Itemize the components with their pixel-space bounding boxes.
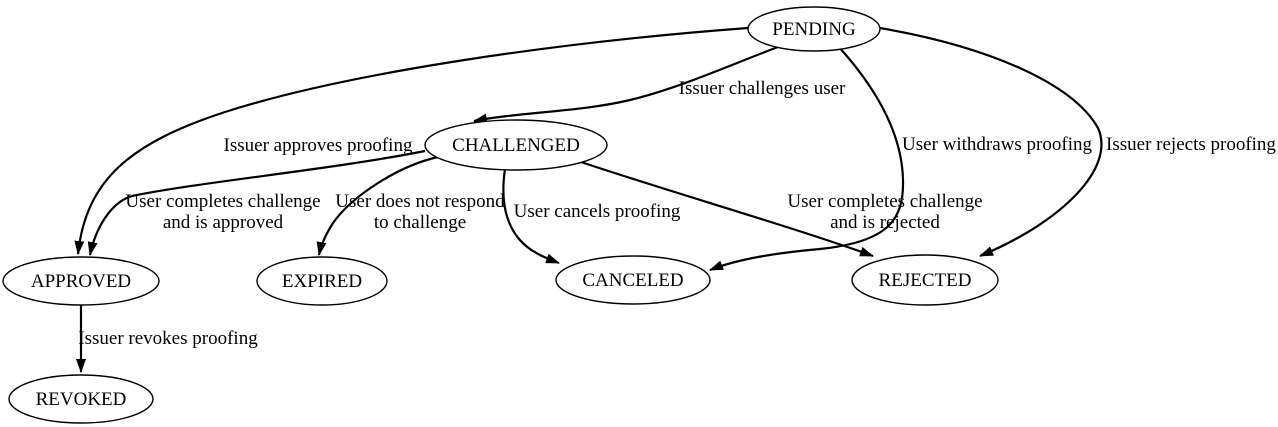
edge-line-pending-to-challenged xyxy=(473,45,779,124)
edge-label-challenged-to-canceled: User cancels proofing xyxy=(514,201,681,222)
state-node-canceled: CANCELED xyxy=(555,255,711,305)
state-ellipse-revoked xyxy=(8,374,154,424)
edge-line-pending-to-rejected xyxy=(879,26,1103,258)
state-ellipse-rejected xyxy=(851,254,999,306)
edge-label-line: User completes challenge xyxy=(125,191,320,212)
state-ellipse-canceled xyxy=(555,255,711,305)
edge-label-pending-to-challenged: Issuer challenges user xyxy=(679,78,846,99)
edge-label-line: Issuer approves proofing xyxy=(224,135,413,156)
edge-label-line: User withdraws proofing xyxy=(902,134,1092,155)
edge-label-line: and is rejected xyxy=(830,212,940,233)
edge-pending-to-canceled: User withdraws proofing xyxy=(709,45,1092,272)
state-label-revoked: REVOKED xyxy=(36,389,127,410)
edge-line-challenged-to-expired xyxy=(316,155,439,256)
state-label-approved: APPROVED xyxy=(31,271,131,292)
edge-line-pending-to-approved xyxy=(74,26,749,255)
edge-pending-to-approved: Issuer approves proofing xyxy=(74,26,749,255)
state-label-rejected: REJECTED xyxy=(879,270,972,291)
state-node-revoked: REVOKED xyxy=(8,374,154,424)
state-node-pending: PENDING xyxy=(747,6,881,52)
state-label-pending: PENDING xyxy=(772,19,856,40)
edge-label-pending-to-rejected: Issuer rejects proofing xyxy=(1106,134,1276,155)
edge-label-line: Issuer challenges user xyxy=(679,78,846,99)
edge-label-approved-to-revoked: Issuer revokes proofing xyxy=(78,328,258,349)
edge-line-challenged-to-approved xyxy=(87,149,426,256)
edge-label-line: and is approved xyxy=(163,212,284,233)
edge-label-line: User does not respond xyxy=(335,191,505,212)
edge-label-line: User cancels proofing xyxy=(514,201,681,222)
state-node-expired: EXPIRED xyxy=(256,256,388,306)
state-node-approved: APPROVED xyxy=(2,256,160,306)
edge-challenged-to-canceled: User cancels proofing xyxy=(502,168,681,265)
edge-label-pending-to-canceled: User withdraws proofing xyxy=(902,134,1092,155)
edge-label-line: Issuer rejects proofing xyxy=(1106,134,1276,155)
state-node-rejected: REJECTED xyxy=(851,254,999,306)
edge-line-pending-to-canceled xyxy=(709,45,905,272)
edge-approved-to-revoked: Issuer revokes proofing xyxy=(76,305,258,373)
state-label-challenged: CHALLENGED xyxy=(452,135,580,156)
state-ellipse-approved xyxy=(2,256,160,306)
state-label-canceled: CANCELED xyxy=(582,270,683,291)
state-label-expired: EXPIRED xyxy=(282,271,362,292)
edge-label-line: Issuer revokes proofing xyxy=(78,328,258,349)
edge-label-pending-to-approved: Issuer approves proofing xyxy=(224,135,413,156)
state-node-challenged: CHALLENGED xyxy=(424,119,608,171)
edge-pending-to-challenged: Issuer challenges user xyxy=(473,45,846,124)
state-ellipse-expired xyxy=(256,256,388,306)
edge-label-line: to challenge xyxy=(374,212,466,233)
edge-line-challenged-to-rejected xyxy=(577,159,874,258)
edge-label-line: User completes challenge xyxy=(787,191,982,212)
edge-pending-to-rejected: Issuer rejects proofing xyxy=(879,26,1276,258)
edge-line-challenged-to-canceled xyxy=(502,168,560,265)
state-ellipse-challenged xyxy=(424,119,608,171)
nodes-layer: PENDING CHALLENGED APPROVED EXPIRED CANCELED… xyxy=(2,6,999,424)
state-ellipse-pending xyxy=(747,6,881,52)
